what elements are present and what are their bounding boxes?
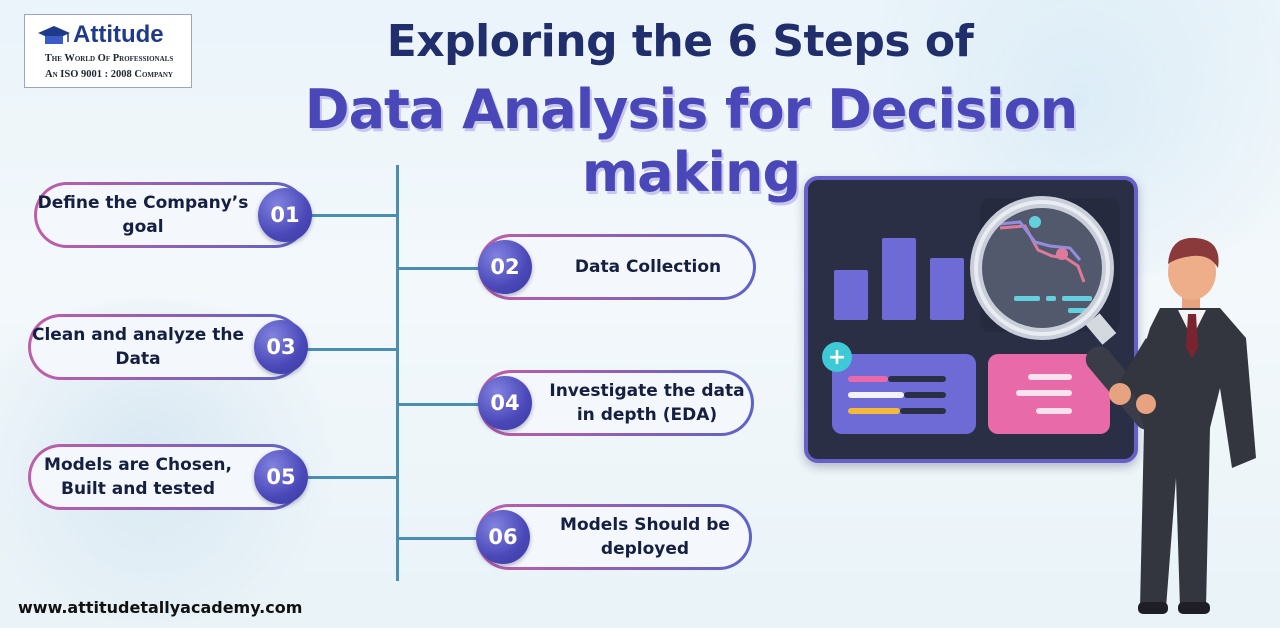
step-04-badge: 04 — [478, 376, 532, 430]
bar-chart-icon — [930, 258, 964, 320]
attitude-logo[interactable]: Attitude The World Of Professionals An I… — [24, 14, 192, 88]
connector — [397, 403, 481, 406]
connector — [302, 476, 397, 479]
grey-line — [888, 376, 946, 382]
logo-iso-text: An ISO 9001 : 2008 Company — [45, 69, 173, 80]
step-03-badge: 03 — [254, 320, 308, 374]
connector — [397, 537, 481, 540]
step-05-badge: 05 — [254, 450, 308, 504]
step-02-badge: 02 — [478, 240, 532, 294]
bar-chart-icon — [882, 238, 916, 320]
connector — [397, 267, 481, 270]
logo-brand: Attitude — [73, 21, 164, 48]
connector — [306, 214, 397, 217]
grey-line — [900, 408, 946, 414]
timeline-spine — [396, 165, 399, 581]
grey-line — [904, 392, 946, 398]
title-line-1: Exploring the 6 Steps of — [386, 16, 974, 67]
white-line — [1028, 374, 1072, 380]
yellow-line — [848, 408, 900, 414]
step-06-badge: 06 — [476, 510, 530, 564]
graduation-cap-icon — [38, 26, 70, 44]
pink-line — [848, 376, 888, 382]
white-line — [1016, 390, 1072, 396]
step-05-card: Models are Chosen, Built and tested — [28, 444, 304, 510]
logo-tagline: The World Of Professionals — [44, 53, 174, 64]
white-line — [1036, 408, 1072, 414]
plus-icon: + — [822, 342, 852, 372]
white-line — [848, 392, 904, 398]
step-01-badge: 01 — [258, 188, 312, 242]
connector — [302, 348, 397, 351]
bar-chart-icon — [834, 270, 868, 320]
website-link[interactable]: www.attitudetallyacademy.com — [18, 598, 303, 617]
title-line-2: Data Analysis for Decision making — [304, 78, 1078, 204]
businessman-illustration — [970, 196, 1256, 614]
step-05-text: Models are Chosen, Built and tested — [31, 447, 301, 507]
